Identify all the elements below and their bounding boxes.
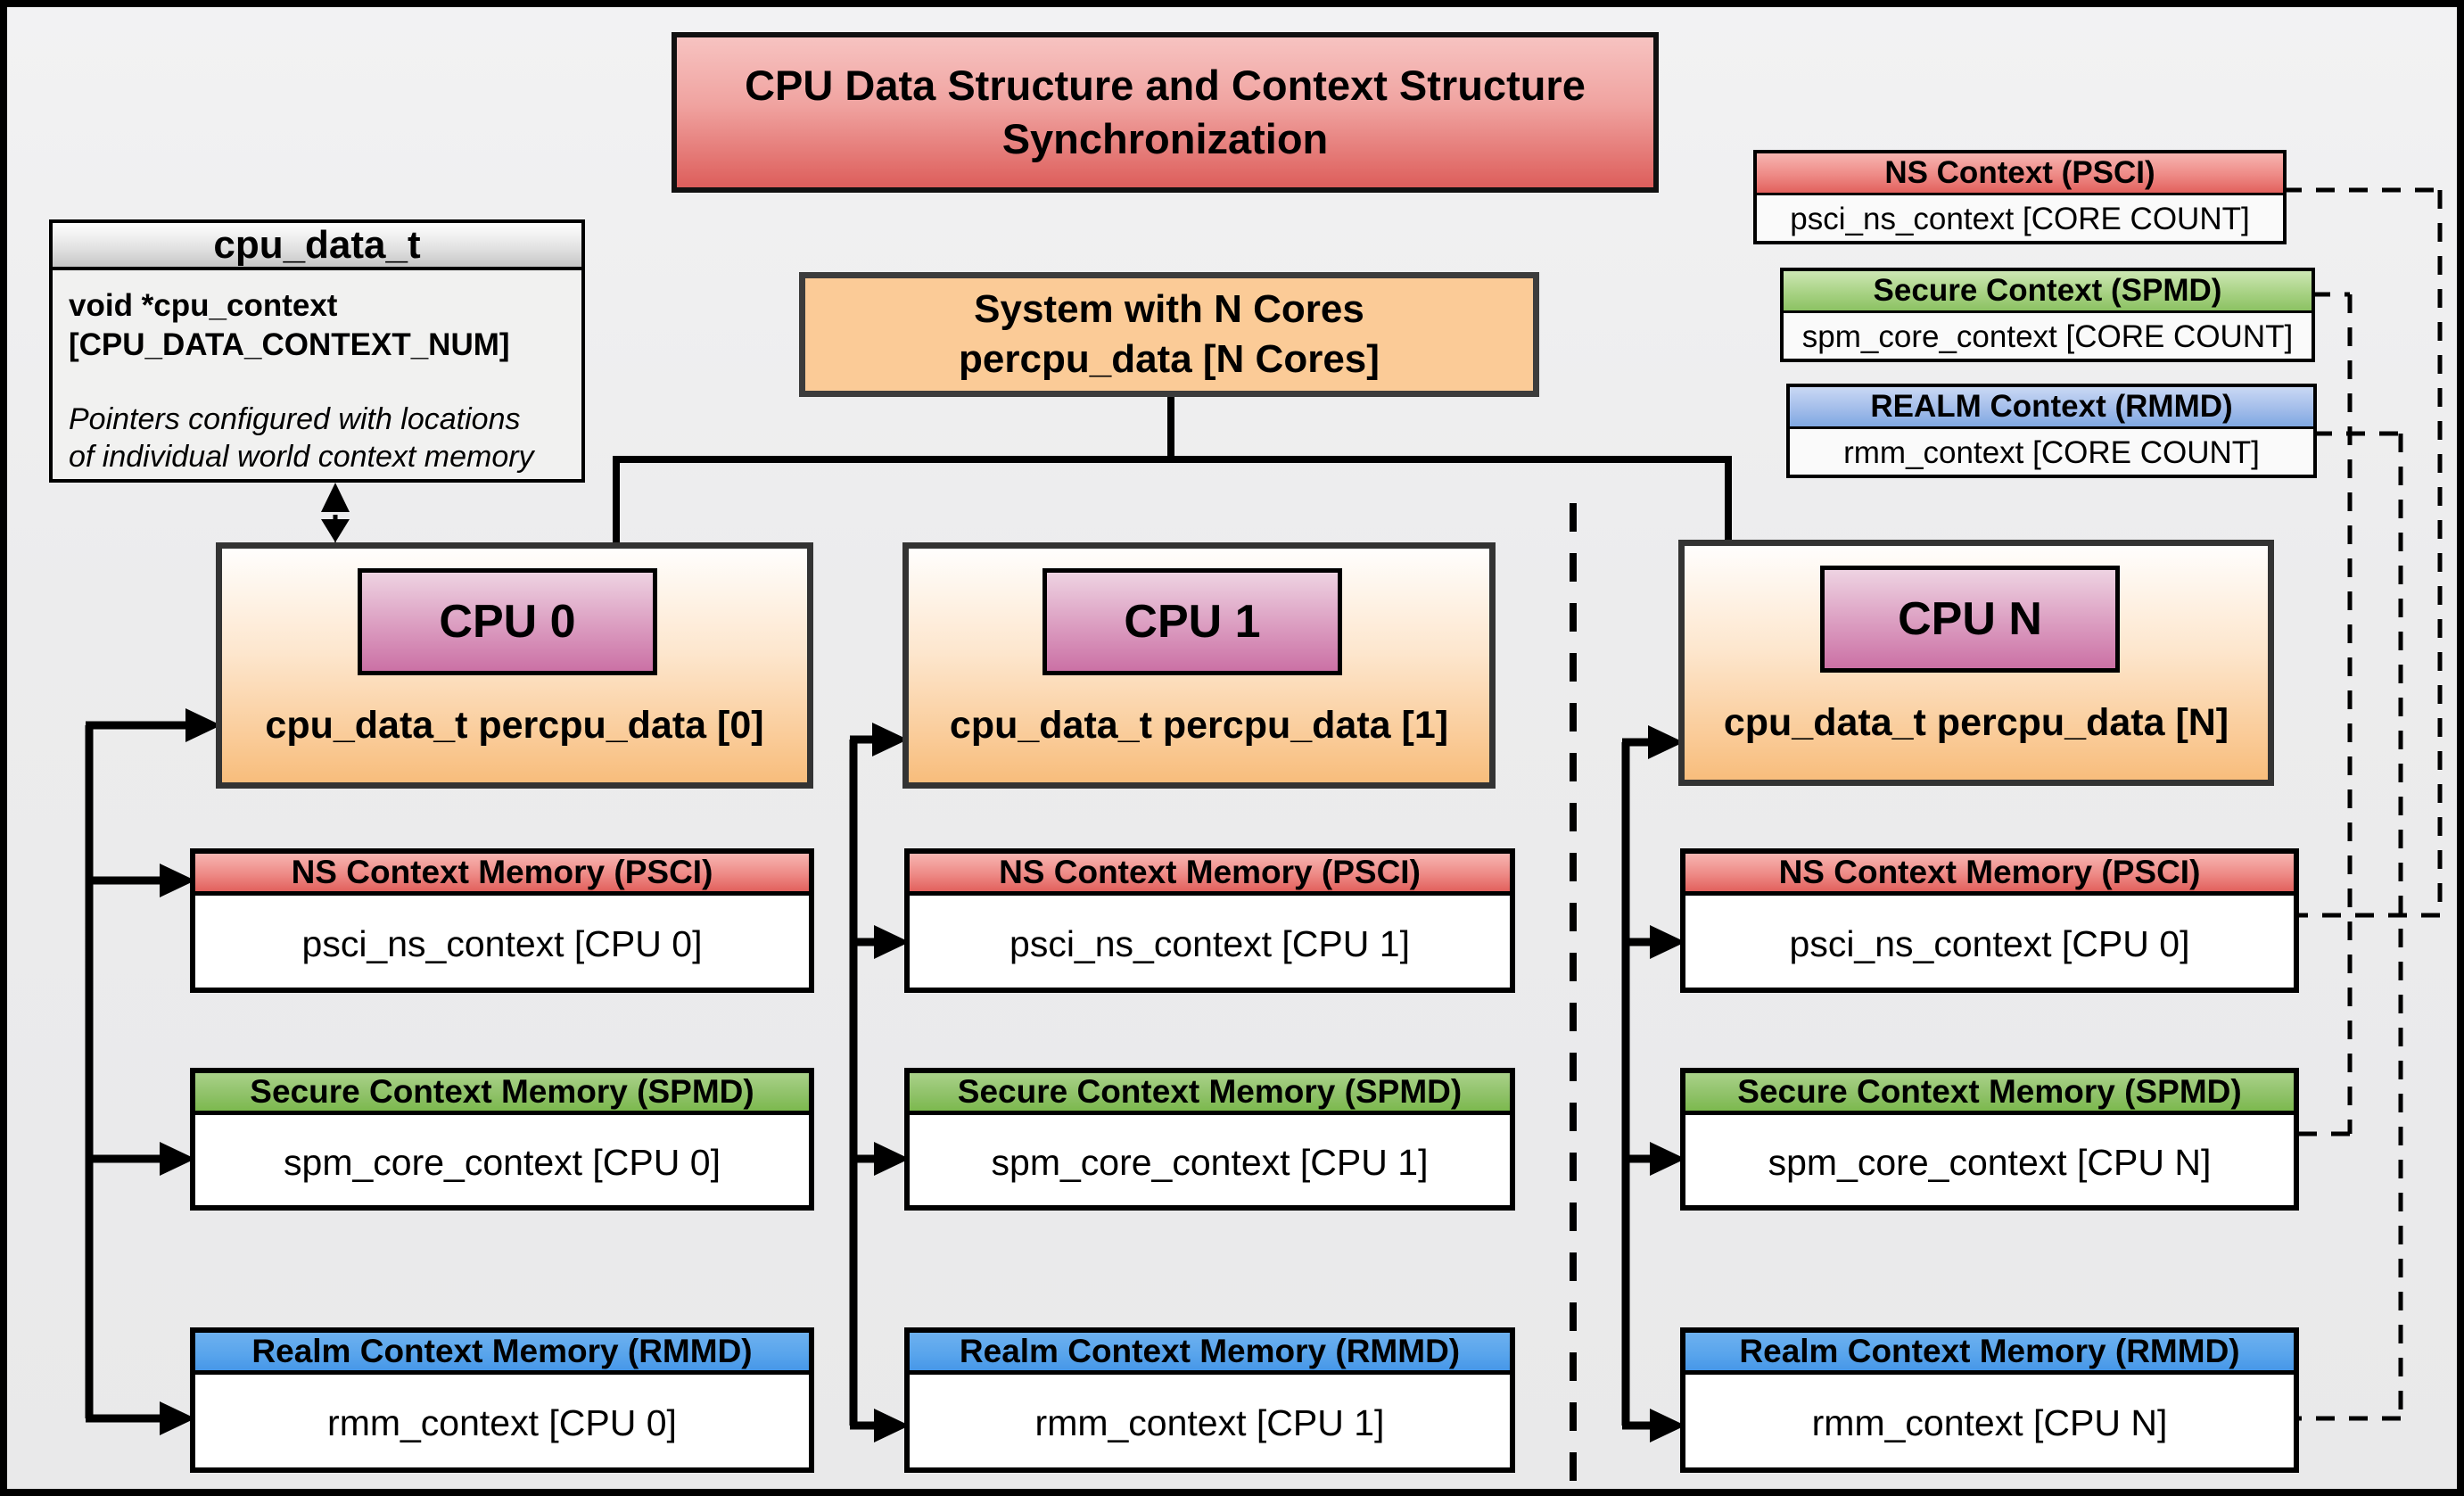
cpuN-ns-memory-title: NS Context Memory (PSCI) <box>1685 854 2294 896</box>
cpu1-label-box: CPU 1 <box>1042 568 1342 675</box>
legend-realm-title: REALM Context (RMMD) <box>1790 387 2313 429</box>
cpuN-secure-memory-body: spm_core_context [CPU N] <box>1768 1141 2212 1183</box>
legend-secure-title: Secure Context (SPMD) <box>1784 271 2312 313</box>
cpu-context-declaration-line1: void *cpu_context <box>69 288 338 323</box>
cpu0-secure-memory-body: spm_core_context [CPU 0] <box>284 1141 721 1183</box>
cpu-context-declaration-line2: [CPU_DATA_CONTEXT_NUM] <box>69 327 510 362</box>
cpu0-realm-context-memory-box: Realm Context Memory (RMMD) rmm_context … <box>190 1327 814 1473</box>
connector-legend-dashed <box>2283 187 2443 1421</box>
cpu1-secure-memory-body: spm_core_context [CPU 1] <box>991 1141 1429 1183</box>
legend-ns-title: NS Context (PSCI) <box>1757 153 2283 195</box>
pointer-note-line1: Pointers configured with locations <box>69 402 521 436</box>
connector-layer <box>85 187 2443 1489</box>
connector-cpu0-pointers <box>85 708 221 1435</box>
legend-realm-context-rmmd: REALM Context (RMMD) rmm_context [CORE C… <box>1786 384 2317 478</box>
cpu0-label-box: CPU 0 <box>358 568 657 675</box>
cpu-data-t-body: void *cpu_context [CPU_DATA_CONTEXT_NUM]… <box>53 274 581 479</box>
cpu1-box: CPU 1 cpu_data_t percpu_data [1] <box>902 542 1496 789</box>
cpuN-ns-memory-body: psci_ns_context [CPU 0] <box>1789 922 2190 964</box>
cpu-data-t-struct-box: cpu_data_t void *cpu_context [CPU_DATA_C… <box>49 219 585 483</box>
cpu0-realm-memory-title: Realm Context Memory (RMMD) <box>195 1333 809 1375</box>
cpu1-ns-memory-title: NS Context Memory (PSCI) <box>910 854 1510 896</box>
legend-secure-context-spmd: Secure Context (SPMD) spm_core_context [… <box>1780 268 2315 362</box>
cpuN-realm-memory-title: Realm Context Memory (RMMD) <box>1685 1333 2294 1375</box>
cpu0-ns-memory-title: NS Context Memory (PSCI) <box>195 854 809 896</box>
cpu0-realm-memory-body: rmm_context [CPU 0] <box>327 1402 677 1443</box>
diagram-title: CPU Data Structure and Context Structure… <box>672 32 1659 193</box>
cpu1-percpu-data-label: cpu_data_t percpu_data [1] <box>949 703 1449 747</box>
cpu0-ns-context-memory-box: NS Context Memory (PSCI) psci_ns_context… <box>190 848 814 993</box>
cpu0-secure-memory-title: Secure Context Memory (SPMD) <box>195 1073 809 1115</box>
cpu1-ns-memory-body: psci_ns_context [CPU 1] <box>1009 922 1410 964</box>
cpu1-ns-context-memory-box: NS Context Memory (PSCI) psci_ns_context… <box>904 848 1515 993</box>
cpuN-ns-context-memory-box: NS Context Memory (PSCI) psci_ns_context… <box>1680 848 2299 993</box>
cpuN-realm-memory-body: rmm_context [CPU N] <box>1811 1402 2168 1443</box>
cpu1-realm-memory-title: Realm Context Memory (RMMD) <box>910 1333 1510 1375</box>
cpu0-box: CPU 0 cpu_data_t percpu_data [0] <box>216 542 813 789</box>
cpu0-percpu-data-label: cpu_data_t percpu_data [0] <box>265 703 764 747</box>
cpuN-box: CPU N cpu_data_t percpu_data [N] <box>1678 540 2274 786</box>
cpu0-ns-memory-body: psci_ns_context [CPU 0] <box>301 922 703 964</box>
cpuN-secure-memory-title: Secure Context Memory (SPMD) <box>1685 1073 2294 1115</box>
cpuN-label-box: CPU N <box>1820 566 2120 673</box>
legend-secure-body: spm_core_context [CORE COUNT] <box>1801 319 2294 354</box>
system-n-cores-box: System with N Cores percpu_data [N Cores… <box>799 272 1539 397</box>
connector-cpu1-pointers <box>849 723 910 1442</box>
cpuN-percpu-data-label: cpu_data_t percpu_data [N] <box>1723 700 2229 744</box>
connector-cpuN-pointers <box>1621 725 1685 1442</box>
cpu0-secure-context-memory-box: Secure Context Memory (SPMD) spm_core_co… <box>190 1068 814 1211</box>
system-tree-connector <box>613 391 1732 553</box>
pointer-note-line2: of individual world context memory <box>69 440 534 474</box>
cpu1-secure-context-memory-box: Secure Context Memory (SPMD) spm_core_co… <box>904 1068 1515 1211</box>
cpuN-realm-context-memory-box: Realm Context Memory (RMMD) rmm_context … <box>1680 1327 2299 1473</box>
legend-ns-body: psci_ns_context [CORE COUNT] <box>1790 202 2250 236</box>
cpu1-secure-memory-title: Secure Context Memory (SPMD) <box>910 1073 1510 1115</box>
legend-ns-context-psci: NS Context (PSCI) psci_ns_context [CORE … <box>1753 150 2287 244</box>
cpu1-realm-memory-body: rmm_context [CPU 1] <box>1034 1402 1385 1443</box>
cpu1-realm-context-memory-box: Realm Context Memory (RMMD) rmm_context … <box>904 1327 1515 1473</box>
cpuN-secure-context-memory-box: Secure Context Memory (SPMD) spm_core_co… <box>1680 1068 2299 1211</box>
legend-realm-body: rmm_context [CORE COUNT] <box>1843 435 2260 470</box>
cpu-data-t-header: cpu_data_t <box>53 223 581 270</box>
